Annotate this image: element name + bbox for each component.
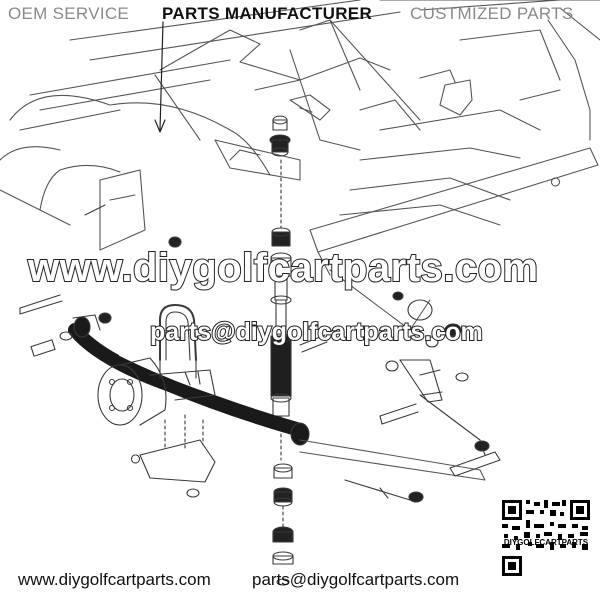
header-customized-parts: CUSTMIZED PARTS: [410, 4, 574, 23]
spring-plate: [131, 414, 216, 498]
lower-link: [299, 439, 501, 503]
footer-email: parts@diygolfcartparts.com: [252, 570, 460, 589]
left-fasteners: [19, 204, 182, 357]
u-bolt: [159, 304, 197, 379]
chassis-frame: [0, 0, 600, 276]
watermark-email: parts@diygolfcartparts.com: [149, 317, 484, 347]
header-parts-manufacturer: PARTS MANUFACTURER: [162, 4, 373, 23]
wheel-hub: [97, 357, 216, 426]
qr-code: [500, 498, 592, 578]
shackle-assembly: [299, 269, 486, 456]
footer-website: www.diygolfcartparts.com: [18, 570, 211, 589]
watermark-website: www.diygolfcartparts.com: [27, 245, 539, 291]
leader-arrow: [154, 21, 166, 133]
leaf-spring: [68, 314, 310, 446]
qr-label: DIYGOLFCARTPARTS: [503, 538, 589, 547]
header-oem-service: OEM SERVICE: [8, 4, 130, 23]
shock-absorber-assembly: [269, 115, 292, 461]
lower-bushing-stack: [272, 463, 294, 586]
